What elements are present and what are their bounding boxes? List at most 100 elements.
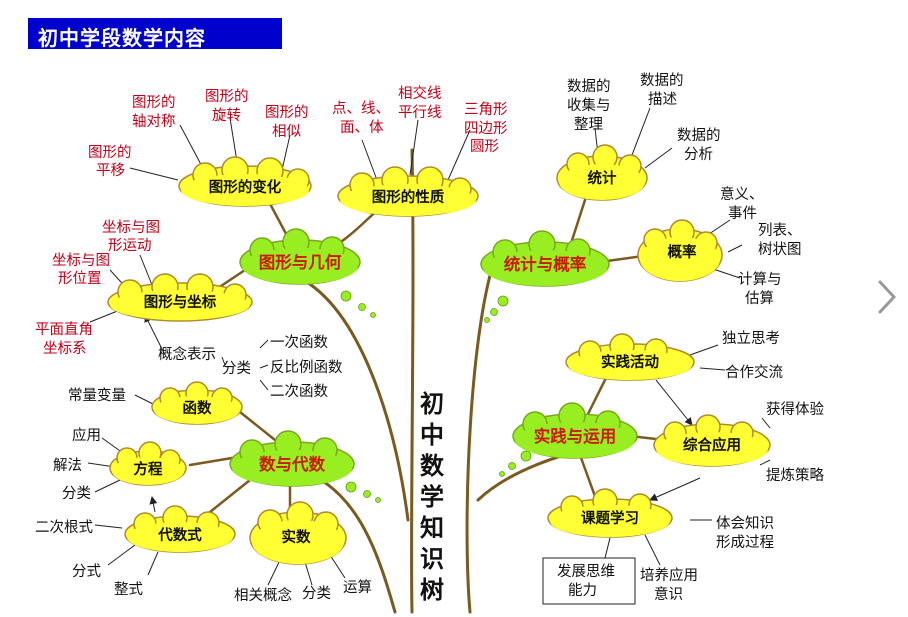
cloud-integrated	[653, 414, 771, 467]
node-labels: 图形与几何 数与代数 统计与概率 实践与运用 图形的变化 图形的性质 图形与坐标…	[134, 169, 742, 546]
leaf-cooperate: 合作交流	[725, 363, 783, 381]
cloud-shapes	[107, 144, 771, 565]
leaf-rotation-1: 图形的	[205, 88, 249, 105]
leaf-coord-motion-1: 坐标与图	[102, 219, 160, 236]
cloud-geometry	[239, 228, 361, 285]
leaf-lines-1: 相交线	[398, 84, 442, 102]
leaf-fraction-expr: 分式	[72, 563, 101, 580]
leaf-cultivate-1: 培养应用	[640, 566, 698, 584]
branch-algebra-label: 数与代数	[259, 454, 326, 474]
trunk-char: 树	[420, 576, 444, 604]
leaf-meaning-2: 事件	[728, 205, 757, 222]
leaf-symmetry-2: 轴对称	[132, 113, 176, 130]
leaf-translation-2: 平移	[96, 162, 125, 179]
leaf-calc-est-1: 计算与	[738, 271, 782, 288]
node-prob: 概率	[668, 243, 697, 261]
cloud-function	[151, 381, 243, 425]
develop-box	[542, 557, 636, 605]
leaf-coord-position-1: 坐标与图	[52, 252, 110, 269]
leaf-collect-3: 整理	[574, 116, 603, 133]
leaf-table-tree-1: 列表、	[758, 222, 802, 239]
leaf-point-line-1: 点、线、	[332, 100, 390, 117]
trunk-char: 中	[420, 421, 444, 449]
trunk-char: 初	[420, 390, 444, 418]
leaf-develop-1: 发展思维	[557, 563, 615, 580]
cloud-algexpr	[124, 505, 236, 553]
branch-geometry-label: 图形与几何	[259, 252, 342, 272]
node-realnum: 实数	[282, 528, 311, 546]
cloud-coord	[107, 273, 253, 322]
leaf-constants: 常量变量	[68, 387, 126, 404]
title-bar: 初中学段数学内容	[28, 18, 282, 50]
chevron-right-icon[interactable]	[878, 280, 897, 314]
node-stats: 统计	[588, 169, 617, 187]
leaf-analyze-2: 分析	[684, 146, 713, 163]
node-properties: 图形的性质	[372, 188, 445, 206]
cloud-activity	[565, 333, 695, 381]
trunk-label: 初 中 数 学 知 识 树	[420, 390, 445, 604]
node-function: 函数	[183, 399, 212, 417]
leaf-cultivate-2: 意识	[654, 585, 683, 603]
leaf-analyze-1: 数据的	[677, 127, 721, 144]
leaf-table-tree-2: 树状图	[758, 241, 802, 258]
branch-statistics-label: 统计与概率	[504, 254, 587, 274]
leaf-gain: 获得体验	[766, 401, 824, 418]
leaf-symmetry-1: 图形的	[132, 94, 176, 111]
decorative-dots	[340, 290, 532, 503]
leaf-shapes-1: 三角形	[464, 101, 508, 118]
geometry-leaves: 图形的 轴对称 图形的 旋转 图形的 相似 图形的 平移 点、线、 面、体 相交…	[35, 84, 508, 357]
leaf-classify: 分类	[222, 360, 251, 377]
cloud-equation	[109, 441, 187, 486]
cloud-realnum	[249, 501, 347, 565]
leaf-related-concepts: 相关概念	[234, 586, 292, 604]
cloud-transform	[178, 156, 312, 207]
cloud-prob	[637, 219, 723, 282]
leaf-lines-2: 平行线	[398, 104, 442, 121]
node-coord: 图形与坐标	[144, 293, 217, 311]
leaf-solve: 解法	[53, 457, 82, 474]
leaf-knowledge-1: 体会知识	[716, 515, 774, 532]
trunk-char: 学	[420, 483, 444, 511]
cloud-stats	[556, 144, 648, 201]
branch-practice-label: 实践与运用	[534, 426, 617, 446]
right-leaves: 数据的 收集与 整理 数据的 描述 数据的 分析 意义、 事件 列表、 树状图 …	[557, 72, 824, 603]
node-activity: 实践活动	[601, 353, 659, 371]
leaf-cartesian-1: 平面直角	[35, 321, 93, 338]
node-algexpr: 代数式	[157, 526, 202, 544]
trunk-char: 知	[420, 514, 444, 542]
page-title: 初中学段数学内容	[38, 26, 206, 50]
leaf-shapes-2: 四边形	[464, 120, 508, 137]
leaf-collect-2: 收集与	[567, 97, 611, 114]
leaf-develop-2: 能力	[568, 582, 597, 599]
cloud-practice	[512, 402, 638, 459]
algebra-leaves: 概念表示 分类 一次函数 反比例函数 二次函数 常量变量 应用 解法 分类 二次…	[35, 334, 372, 604]
leaf-translation-1: 图形的	[88, 144, 132, 161]
node-project: 课题学习	[581, 509, 639, 527]
leaf-collect-1: 数据的	[567, 78, 611, 95]
leaf-shapes-3: 圆形	[470, 138, 499, 155]
cloud-properties	[337, 166, 479, 217]
leaf-meaning-1: 意义、	[720, 185, 764, 203]
trunk-char: 识	[420, 545, 444, 573]
node-equation: 方程	[134, 460, 163, 478]
leaf-radical: 二次根式	[35, 519, 93, 536]
leaf-refine: 提炼策略	[766, 467, 824, 484]
leaf-similar-2: 相似	[272, 123, 301, 140]
leaf-concept-rep: 概念表示	[158, 345, 216, 363]
leaf-apply: 应用	[72, 426, 101, 444]
leaf-knowledge-2: 形成过程	[716, 534, 774, 551]
cloud-project	[547, 488, 673, 538]
cloud-algebra	[229, 430, 355, 487]
leaf-rotation-2: 旋转	[212, 107, 241, 124]
node-transform: 图形的变化	[209, 178, 282, 196]
leaf-operations: 运算	[343, 579, 372, 596]
leaf-quadratic-fn: 二次函数	[270, 383, 328, 400]
leaf-coord-motion-2: 形运动	[108, 237, 152, 254]
leaf-cartesian-2: 坐标系	[43, 340, 87, 357]
leaf-similar-1: 图形的	[265, 104, 309, 121]
cloud-statistics	[480, 230, 610, 287]
leaf-calc-est-2: 估算	[745, 290, 774, 307]
leaf-point-line-2: 面、体	[340, 119, 384, 136]
trunk-char: 数	[420, 452, 445, 480]
